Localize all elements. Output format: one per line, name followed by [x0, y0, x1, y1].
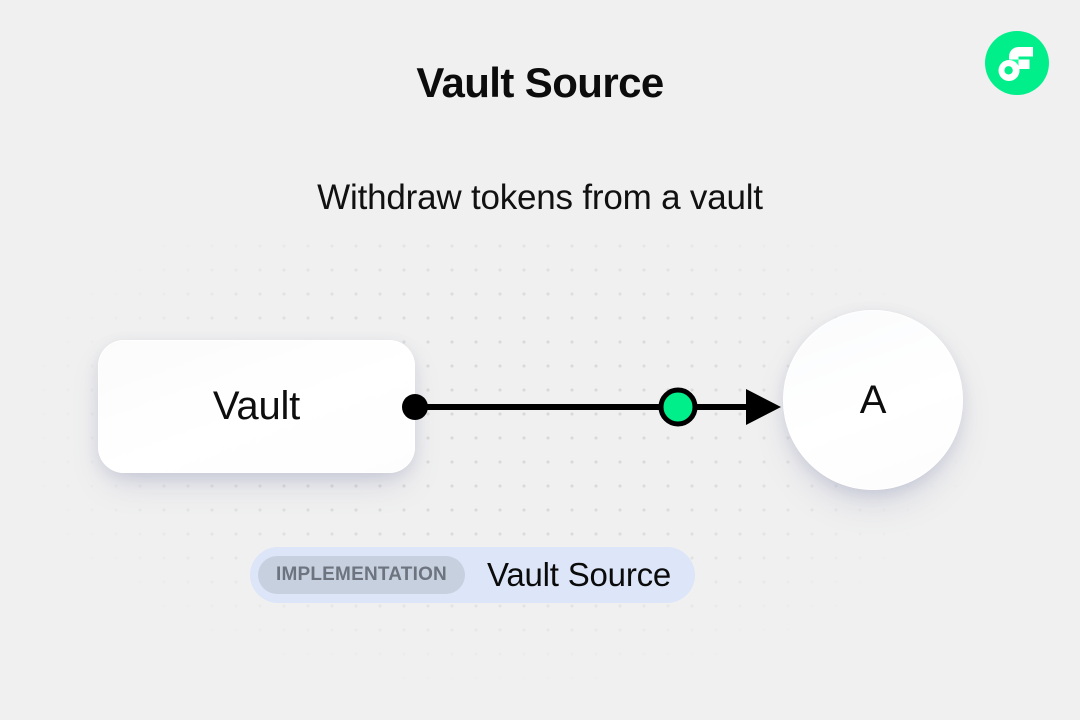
edge-arrowhead — [746, 389, 781, 425]
implementation-badge[interactable]: IMPLEMENTATION Vault Source — [250, 547, 696, 603]
node-vault[interactable]: Vault — [98, 340, 415, 473]
node-vault-label: Vault — [212, 384, 301, 428]
node-a[interactable]: A — [783, 310, 963, 490]
implementation-name: Vault Source — [486, 556, 672, 593]
node-a-label: A — [859, 377, 887, 422]
implementation-chip: IMPLEMENTATION — [258, 556, 465, 594]
edge-source-handle[interactable] — [402, 394, 428, 420]
page-subtitle: Withdraw tokens from a vault — [317, 178, 763, 217]
implementation-chip-label: IMPLEMENTATION — [276, 564, 447, 585]
edge-token-marker[interactable] — [658, 387, 698, 427]
page-title: Vault Source — [416, 59, 664, 106]
flow-logo-icon — [985, 31, 1049, 95]
